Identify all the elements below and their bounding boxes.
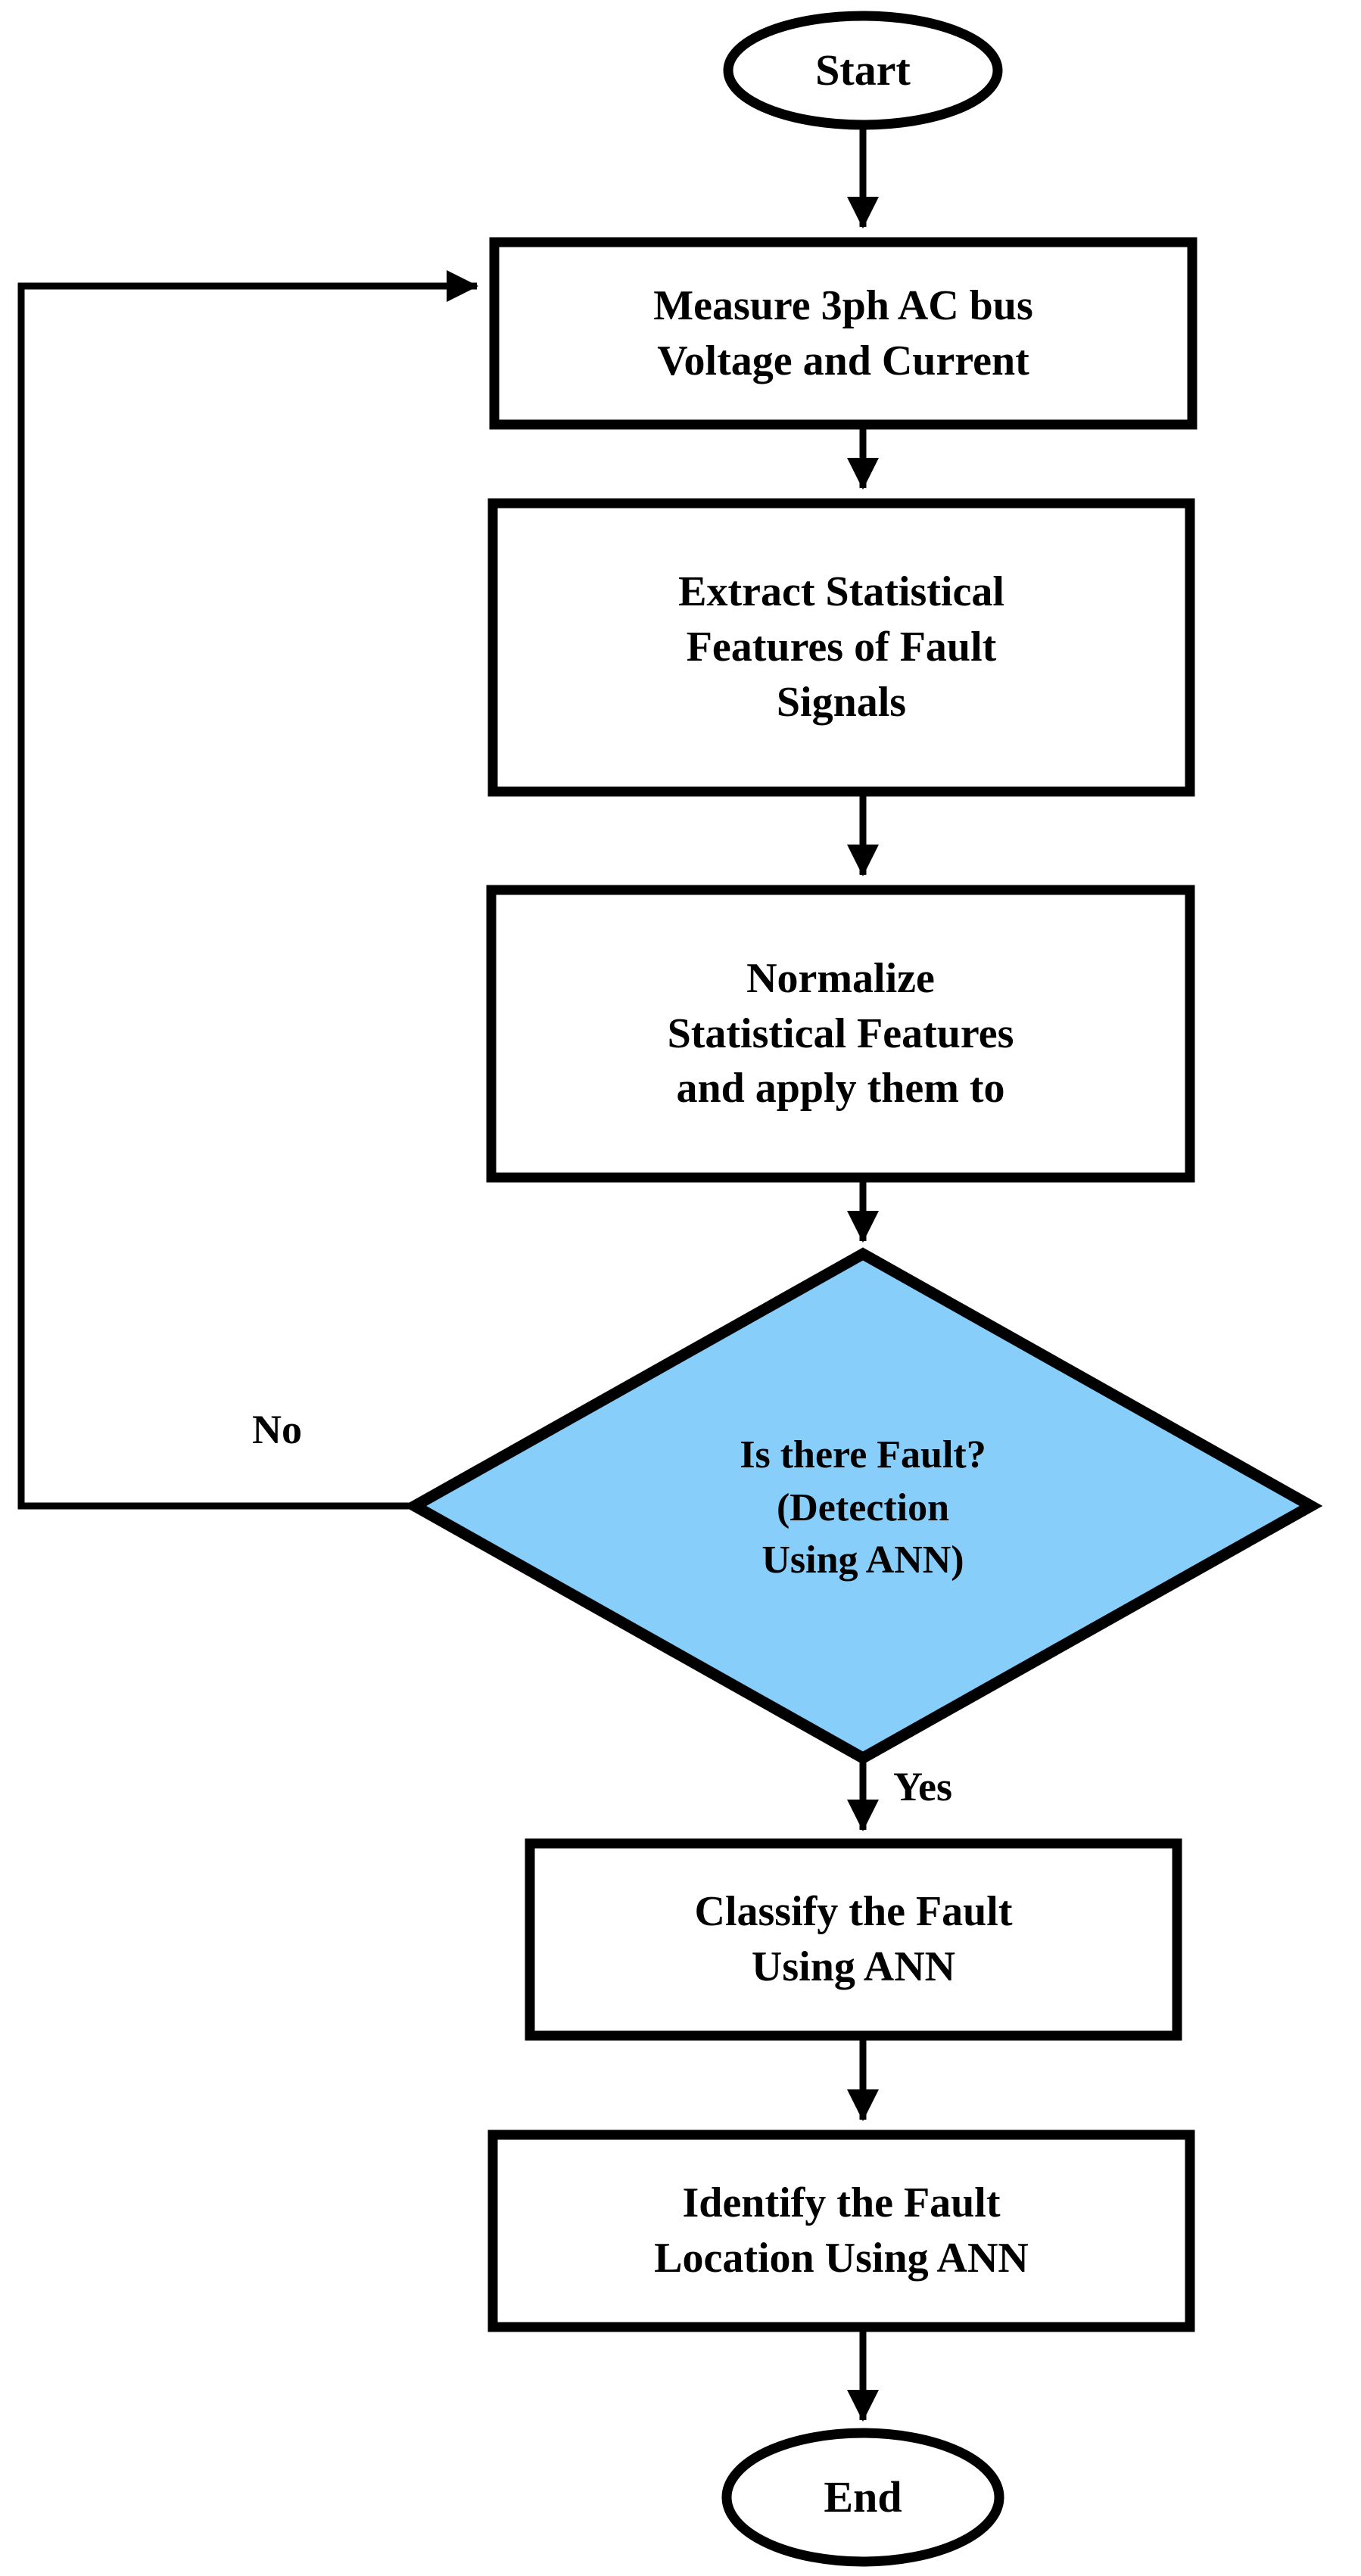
locate-process-shape bbox=[487, 2130, 1195, 2332]
decision-diamond-shape bbox=[403, 1247, 1323, 1765]
edge-decision-no-feedback-loop bbox=[17, 270, 478, 1510]
edge-label-no: No bbox=[252, 1407, 302, 1452]
classify-process-shape bbox=[525, 1838, 1182, 2041]
measure-process-shape bbox=[489, 237, 1197, 430]
edge-label-yes: Yes bbox=[893, 1764, 952, 1809]
start-terminal-shape bbox=[723, 11, 1003, 130]
normalize-process-shape bbox=[486, 885, 1195, 1183]
end-terminal-shape bbox=[721, 2428, 1004, 2567]
extract-process-shape bbox=[487, 498, 1195, 797]
